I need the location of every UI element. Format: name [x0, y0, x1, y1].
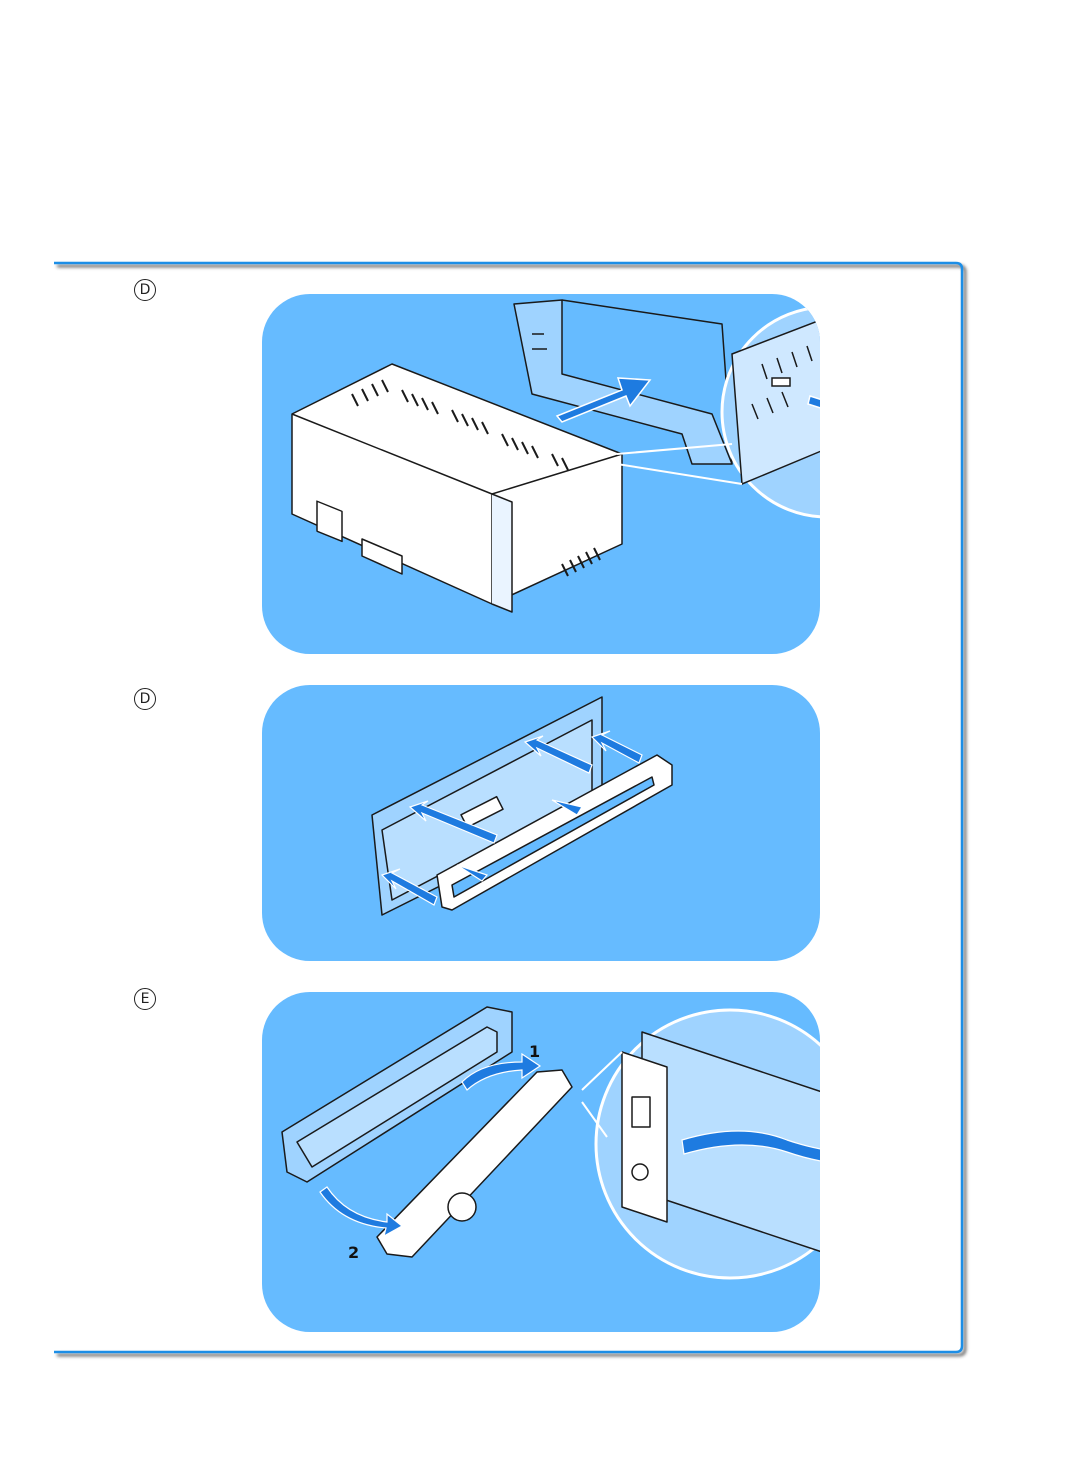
step-letter-d-top: D	[134, 279, 156, 301]
trim-frame-illustration	[371, 696, 673, 916]
front-panel-illustration	[281, 1006, 820, 1280]
panel-insert-radio	[262, 294, 820, 654]
callout-number-1: 1	[529, 1042, 541, 1061]
step-letter-d-middle: D	[134, 688, 156, 710]
panel-attach-trim	[262, 685, 820, 961]
radio-insert-illustration	[291, 299, 820, 613]
callout-number-2: 2	[348, 1243, 360, 1262]
step-letter-e: E	[134, 988, 156, 1010]
panel-attach-front: 1 2	[262, 992, 820, 1332]
